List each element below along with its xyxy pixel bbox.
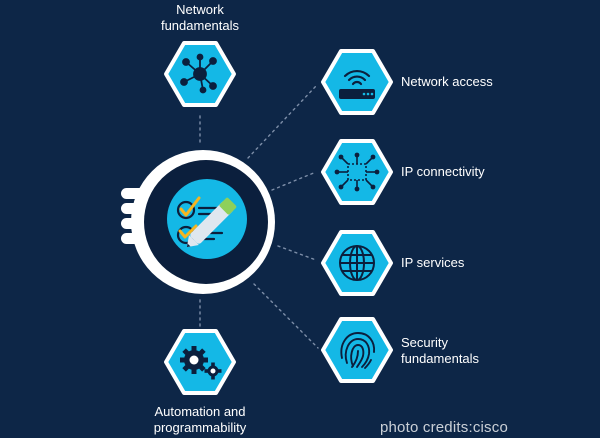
hex-ip-services — [321, 230, 393, 296]
hex-automation-programmability — [164, 329, 236, 395]
label-ip-connectivity: IP connectivity — [401, 164, 485, 179]
hex-network-access — [321, 49, 393, 115]
label-network-access: Network access — [401, 74, 493, 89]
connector-network-access — [247, 85, 317, 159]
hex-security-fundamentals — [321, 317, 393, 383]
hex-ip-connectivity — [321, 139, 393, 205]
network-topology-icon — [180, 53, 217, 94]
connectivity-icon — [334, 152, 380, 192]
connectors — [199, 85, 319, 349]
hex-network-fundamentals — [164, 41, 236, 107]
connector-security — [253, 283, 319, 349]
gears-icon — [180, 346, 222, 380]
label-network-fundamentals: Network fundamentals — [160, 2, 240, 33]
connector-ip-connectivity — [271, 171, 317, 191]
wifi-router-icon — [339, 69, 375, 99]
checklist-pen-icon — [167, 179, 247, 259]
fingerprint-icon — [340, 332, 376, 369]
label-automation-programmability: Automation and programmability — [153, 404, 247, 435]
connector-ip-services — [277, 245, 317, 261]
center-hub — [121, 150, 275, 294]
label-security-fundamentals: Security fundamentals — [401, 335, 480, 366]
label-ip-services: IP services — [401, 255, 465, 270]
globe-icon — [339, 245, 375, 281]
photo-credit: photo credits:cisco — [379, 419, 508, 436]
